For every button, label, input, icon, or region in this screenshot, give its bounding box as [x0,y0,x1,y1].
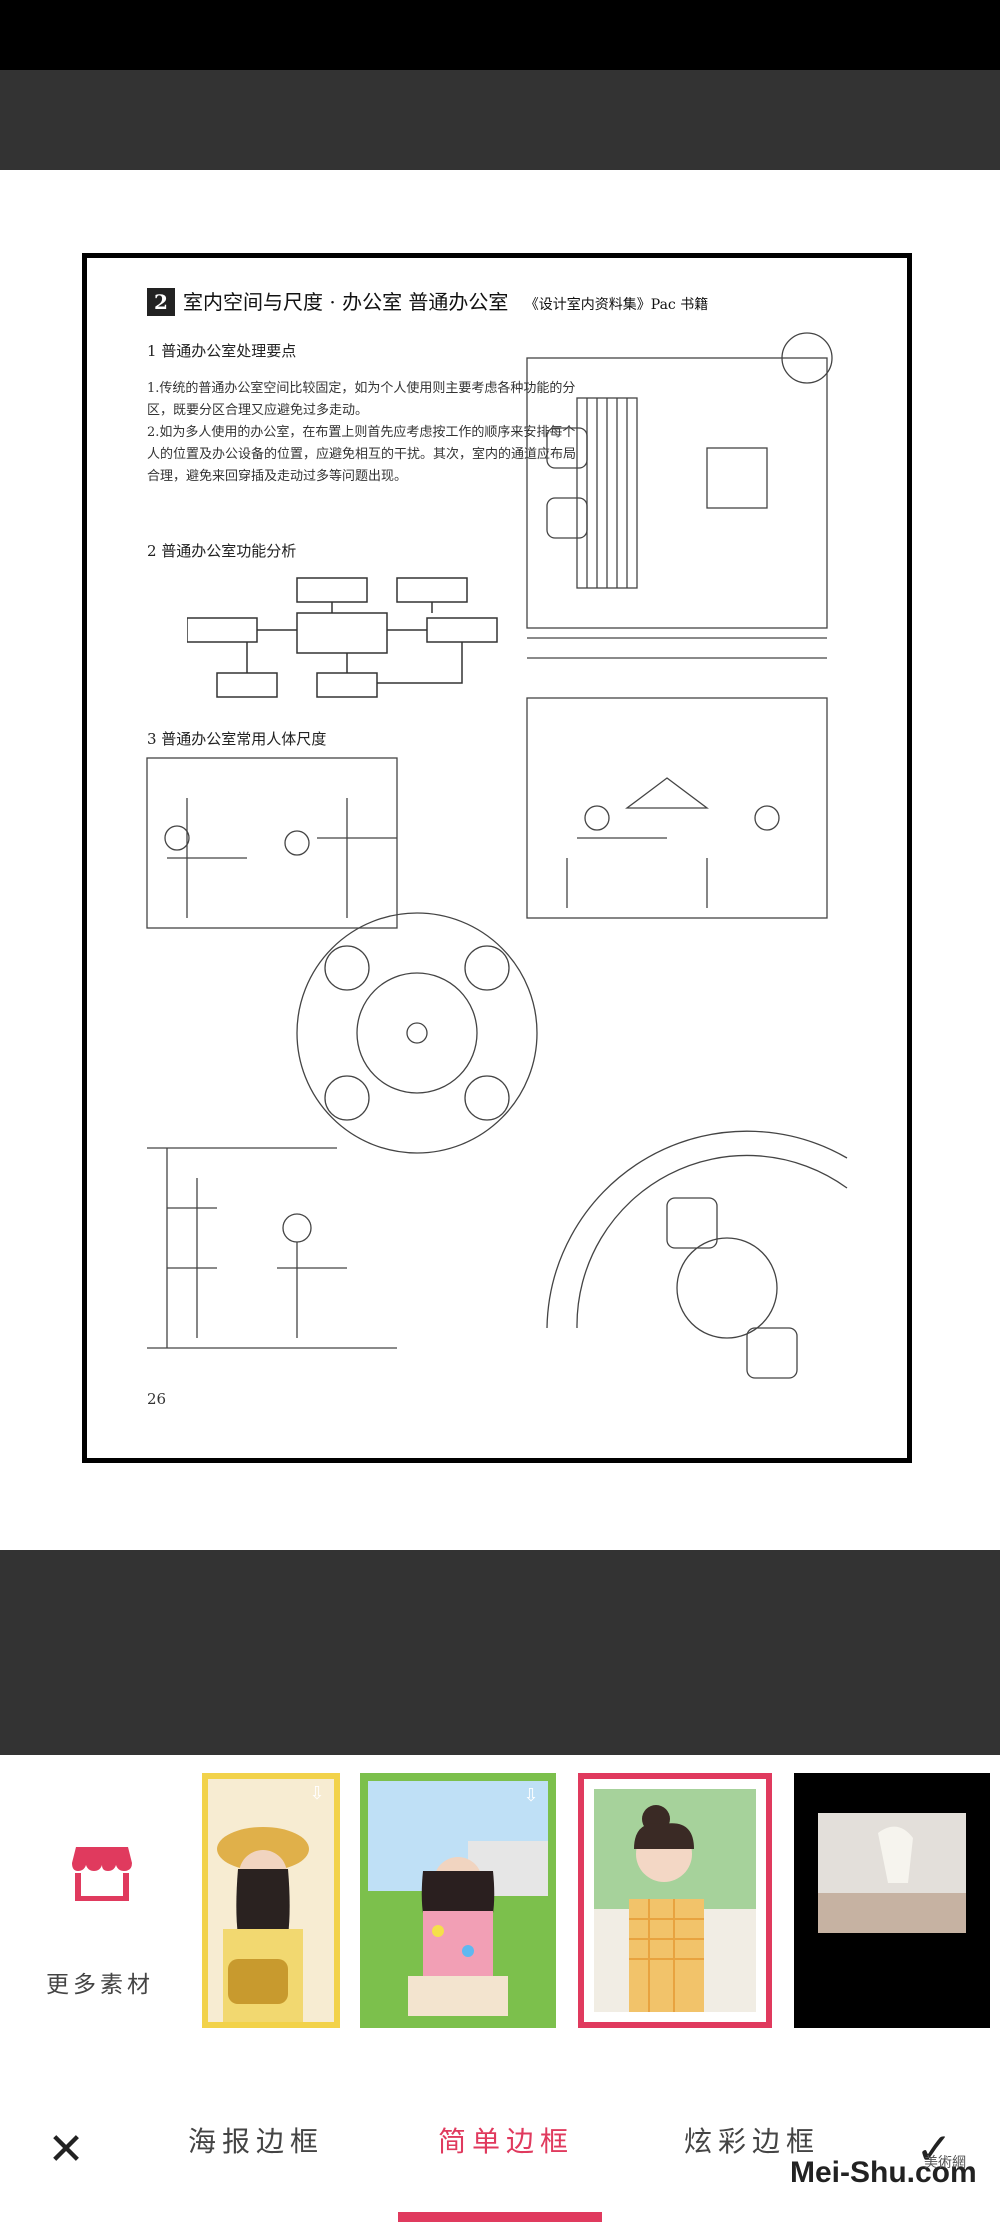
title-number: 2 [147,288,175,316]
thumbnail-image [368,1781,548,2020]
frame-material-strip[interactable]: 更多素材 ⇩ ⇩ [0,1755,1000,2080]
thumbnail-image [208,1779,334,2022]
bottom-tab-bar: ✕ 海报边框 简单边框 炫彩边框 ✓ [0,2080,1000,2222]
store-icon [72,1847,132,1901]
watermark-logo: Mei-Shu.com [790,2156,977,2189]
paragraph-1: 1.传统的普通办公室空间比较固定，如为个人使用则主要考虑各种功能的分区，既要分区… [147,381,576,418]
thumbnail-image [818,1813,966,1933]
section-heading-3: 3 普通办公室常用人体尺度 [147,730,327,748]
status-bar [0,0,1000,70]
tab-simple-frame[interactable]: 简单边框 [438,2125,575,2158]
frame-thumbnail-2[interactable]: ⇩ [360,1773,556,2028]
function-diagram [187,577,498,698]
frame-thumbnail-3-selected[interactable] [578,1773,772,2028]
close-icon: ✕ [47,2124,85,2175]
more-materials-label: 更多素材 [46,1972,154,1998]
checkmark-icon: ✓ [915,2124,953,2175]
tab-colorful-frame[interactable]: 炫彩边框 [684,2125,821,2158]
frame-thumbnail-4[interactable] [794,1773,990,2028]
confirm-button[interactable]: ✓ [906,2122,962,2178]
thumbnail-image [594,1789,756,2012]
download-icon: ⇩ [523,1785,539,1806]
frame-thumbnail-1[interactable]: ⇩ [202,1773,340,2028]
section-heading-2: 2 普通办公室功能分析 [147,542,297,560]
more-materials-button[interactable]: 更多素材 [0,1755,200,2080]
close-button[interactable]: ✕ [38,2122,94,2178]
title-note: 《设计室内资料集》Pac 书籍 [524,297,709,313]
watermark-subtext: 美術網 [924,2155,966,2171]
download-icon: ⇩ [309,1783,325,1804]
page-number: 26 [147,1390,167,1408]
section-heading-1: 1 普通办公室处理要点 [147,342,297,360]
top-toolbar [0,70,1000,170]
paragraph-2: 2.如为多人使用的办公室，在布置上则首先应考虑按工作的顺序来安排每个人的位置及办… [147,425,577,484]
tab-poster-frame[interactable]: 海报边框 [188,2125,325,2158]
paragraph-block: 1.传统的普通办公室空间比较固定，如为个人使用则主要考虑各种功能的分区，既要分区… [147,378,587,488]
architectural-sketches [146,332,848,1379]
bottom-dark-band [0,1550,1000,1755]
active-tab-indicator [398,2212,602,2222]
